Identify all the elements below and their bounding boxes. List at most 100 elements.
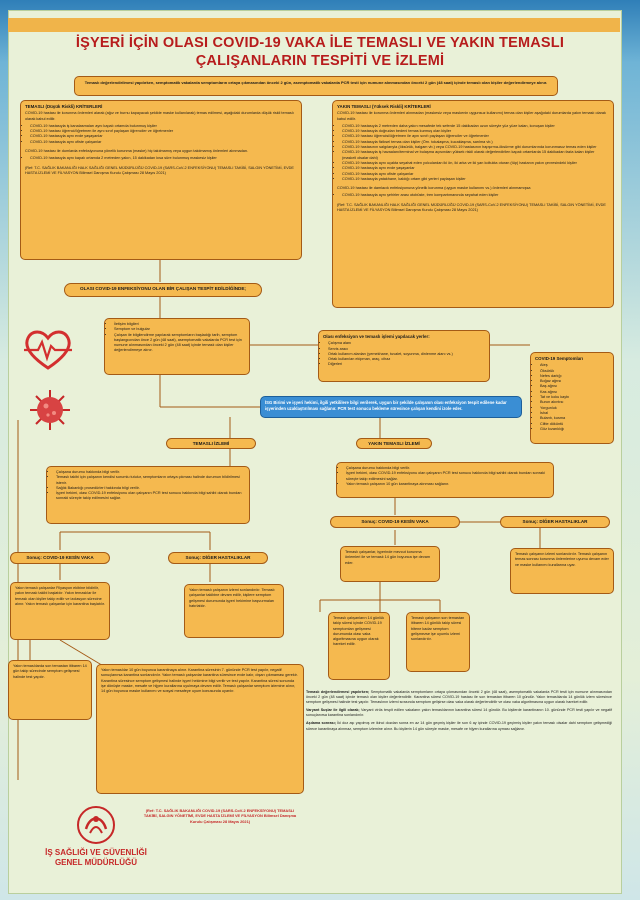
title-line-2: ÇALIŞANLARIN TESPİTİ VE İZLEMİ [195,53,445,69]
result-right-other-label: Sonuç: DİĞER HASTALIKLAR [500,516,610,528]
temasli-list: COVID-19 hastasıyla iş kanalasmaları ayn… [25,124,297,145]
temasli-p1: COVID-19 hastası ile korunma önlemleri a… [25,111,294,121]
list-item: COVID-19 hastasıyla aynı evde yaşayanlar [342,166,609,171]
list-item: Öksürük [540,369,609,374]
yakin-list-2: COVID-19 hastasıyla aynı şehirler arası … [337,193,609,198]
virus-icon [28,388,72,432]
list-item: COVID-19 hastasıyla aynı evde yaşayanlar [30,134,297,139]
list-item: İletişim bilgileri [114,322,245,327]
list-item: Çalışana durumu hakkında bilgi verilir. [56,470,245,475]
result-right-positive-text: Sonuç: COVID-19 KESİN VAKA [361,519,429,524]
mid-small-text-2: Temaslı çalışanın son temastan itibaren … [411,616,465,642]
definitions-block: Temaslı değerlendirmesi yapılırken; Semp… [306,690,612,890]
yakin-izlemi-text: YAKIN TEMASLI İZLEMİ [368,441,420,446]
list-item: Çalışma alanı [328,341,485,346]
list-item: COVID-19 hastasıyla aynı şehirler arası … [342,193,609,198]
logo-line-2: GENEL MÜDÜRLÜĞÜ [54,858,138,867]
bottom-citation: (Ref: T.C. SAĞLIK BAKANLIĞI COVID-19 (SA… [140,808,300,824]
left-other-text: Yakın temaslı çalışanın izlemi sonlandır… [189,588,275,608]
list-item: COVID-19 hastasıyla fiziksel temas olan … [342,140,609,145]
result-right-other-text: Sonuç: DİĞER HASTALIKLAR [522,519,588,524]
result-left-positive-text: Sonuç: COVID-19 KESİN VAKA [26,555,94,560]
steps-list: İletişim bilgileri Semptom ve bulgular Ç… [109,322,245,354]
investigate-box: Olası enfeksiyon ve temaslı işlemi yapıl… [318,330,490,382]
list-item: Nefes darlığı [540,374,609,379]
yakin-criteria-box: YAKIN TEMASLI (Yüksek Riskli) KRİTERLERİ… [332,100,614,308]
heart-pulse-icon [22,328,74,372]
temasli-info-list: Çalışana durumu hakkında bilgi verilir. … [51,470,245,502]
temasli-criteria-box: TEMASLI (Düşük Riskli) KRİTERLERİ COVID-… [20,100,302,260]
list-item: Boğaz ağrısı [540,379,609,384]
temasli-info-box: Çalışana durumu hakkında bilgi verilir. … [46,466,250,524]
yakin-info-list: Çalışana durumu hakkında bilgi verilir. … [341,466,549,487]
isg-notice-text: İSG Birimi ve işyeri hekimi, ilgili yetk… [265,400,507,411]
list-item: Sağlık Bakanlığı prosedürleri hakkında b… [56,486,245,491]
list-item: İshal [540,411,609,416]
yakin-izlemi-label: YAKIN TEMASLI İZLEMİ [356,438,432,449]
right-other-box: Temaslı çalışanın izlemi sonlandırılır. … [510,548,614,594]
left-positive-box: Yakın temaslı çalışanlar Filyasyon ekibi… [10,582,110,640]
list-item: COVID-19 hastası öğrenci/öğretmen ile ay… [30,129,297,134]
list-item: Ateş [540,363,609,368]
list-item: Çalışan ile bilgilendirme yapılarak semp… [114,333,245,354]
steps-box: İletişim bilgileri Semptom ve bulgular Ç… [104,318,250,375]
isg-notice-box: İSG Birimi ve işyeri hekimi, ilgili yetk… [260,396,522,418]
list-item: Semptom ve bulgular [114,327,245,332]
list-item: Tat ve koku kaybı [540,395,609,400]
list-item: Yakın temaslı çalışanın 10 gün karantina… [346,482,549,487]
list-item: COVID-19 hastasıyla doğrudan bedeni tema… [342,129,609,134]
symptoms-box: COVID-19 Semptomları Ateş Öksürük Nefes … [530,352,614,444]
list-item: COVID-19 hastasıyla yatakhane, kaldığı o… [342,177,609,182]
list-item: COVID-19 hastasıyla aynı ofiste çalışanl… [342,172,609,177]
temasli-criteria-heading: TEMASLI (Düşük Riskli) KRİTERLERİ [25,104,103,109]
definitions-p2: Varyant virüs tespit edilen vakaların ya… [306,708,612,718]
temasli-p2: COVID-19 hastası ile dumlarda enfeksiyon… [25,149,249,154]
intro-text: Temaslı değerlendirilmesi yapılırken, se… [84,80,548,85]
list-item: COVID-19 hastasıyla aynı kapalı ortamda … [30,156,297,161]
list-item: Ortak kullanılan ekipman, araç, cihaz [328,357,485,362]
yakin-p2: COVID-19 hastası ile damlacık enfeksiyon… [337,186,531,191]
detect-label-text: OLASI COVID-19 ENFEKSİYONU OLAN BİR ÇALI… [80,286,246,291]
yakin-info-box: Çalışana durumu hakkında bilgi verilir. … [336,462,554,498]
list-item: Göz kızarıklığı [540,427,609,432]
right-other-text: Temaslı çalışanın izlemi sonlandırılır. … [515,552,609,567]
left-small-text: Yakın temaslılarda son temastan itibaren… [13,664,87,679]
ministry-emblem-icon [77,806,115,844]
list-item: Kas ağrısı [540,390,609,395]
poster-title: İŞYERİ İÇİN OLASI COVID-19 VAKA İLE TEMA… [20,34,620,70]
logo-line-1: İŞ SAĞLIĞI VE GÜVENLİĞİ [45,848,147,857]
result-left-other-text: Sonuç: DİĞER HASTALIKLAR [185,555,251,560]
list-item: Servis aracı [328,347,485,352]
result-left-other-label: Sonuç: DİĞER HASTALIKLAR [168,552,268,564]
definitions-p3: İki doz aşı yapılmış ve ikinci dozdan so… [306,721,612,731]
temasli-cite: (Ref: T.C. SAĞLIK BAKANLIĞI HALK SAĞLIĞI… [25,165,294,175]
symptoms-heading: COVID-19 Semptomları [535,356,584,361]
list-item: COVID-19 hastasıyla aynı ofiste çalışanl… [30,140,297,145]
list-item: Burun akıntısı [540,400,609,405]
result-left-positive-label: Sonuç: COVID-19 KESİN VAKA [10,552,110,564]
list-item: COVID-19 hastasıyla aynı uçakta seyahat … [342,161,609,166]
detect-label: OLASI COVID-19 ENFEKSİYONU OLAN BİR ÇALI… [64,283,262,297]
list-item: İşyeri hekimi, olası COVID-19 enfeksiyon… [56,491,245,502]
yakin-p1: COVID-19 hastası ile korunma önlemleri a… [337,111,606,121]
yakin-list: COVID-19 hastasıyla 2 metreden daha yakı… [337,124,609,182]
symptoms-list: Ateş Öksürük Nefes darlığı Boğaz ağrısı … [535,363,609,432]
list-item: Ciltte döküntü [540,422,609,427]
definitions-p3-head: Aşılama sonrası; [306,721,336,726]
left-long-text: Yakın temaslılar 10 gün boyunca karantin… [101,668,298,694]
top-orange-band [8,18,620,32]
mid-small-box-2: Temaslı çalışanın son temastan itibaren … [406,612,470,672]
bottom-citation-text: (Ref: T.C. SAĞLIK BAKANLIĞI COVID-19 (SA… [143,808,297,824]
mid-left-box: Temaslı çalışanlar, işyerinde mevcut kor… [340,546,440,582]
temasli-izlemi-label: TEMASLI İZLEMİ [166,438,256,449]
temasli-list-2: COVID-19 hastasıyla aynı kapalı ortamda … [25,156,297,161]
list-item: COVID-19 hastasının salgılarıyla (öksürü… [342,145,609,150]
list-item: COVID-19 hastasıyla 2 metreden daha yakı… [342,124,609,129]
list-item: Çalışana durumu hakkında bilgi verilir. [346,466,549,471]
list-item: Bulantı, kusma [540,416,609,421]
isg-logo: İŞ SAĞLIĞI VE GÜVENLİĞİ GENEL MÜDÜRLÜĞÜ [26,805,166,868]
temasli-izlemi-text: TEMASLI İZLEMİ [192,441,230,446]
yakin-cite: (Ref: T.C. SAĞLIK BAKANLIĞI HALK SAĞLIĞI… [337,202,606,213]
definitions-p1: Semptomatik vakalarda semptomların ortay… [306,690,612,705]
